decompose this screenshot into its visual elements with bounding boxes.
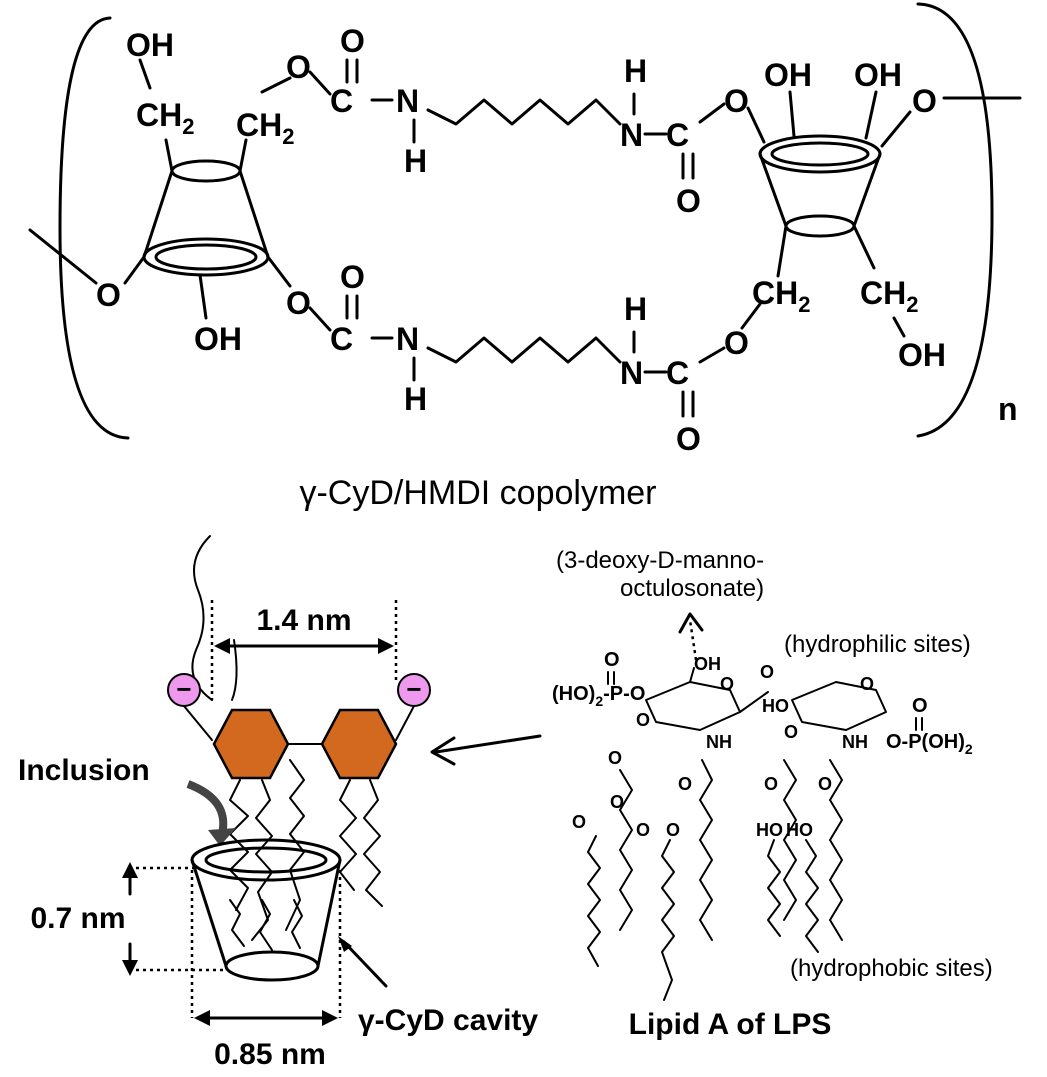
sugar-ring-2 <box>791 681 887 731</box>
right-o-top: O <box>724 83 749 119</box>
top-carbamate-linker: C O N H N H C O O <box>308 23 749 219</box>
ring1-o: O <box>720 674 734 694</box>
cavity-top-rim <box>190 838 342 882</box>
left-o-chain: O <box>96 277 121 313</box>
repeat-n: n <box>998 391 1018 427</box>
bottom-n-right: N <box>620 355 643 391</box>
bottom-o-left: O <box>340 259 365 295</box>
top-n-right: N <box>620 117 643 153</box>
copolymer-caption: γ-CyD/HMDI copolymer <box>299 474 656 512</box>
amide-o-2: O <box>818 774 832 794</box>
phosphate-left: (HO)2-P-O <box>552 683 645 709</box>
ring1-nh: NH <box>706 732 732 752</box>
ring1-oh: OH <box>694 654 721 674</box>
kdo-label-line1: (3-deoxy-D-manno- <box>556 547 764 574</box>
right-bracket <box>916 2 994 438</box>
right-ch2-a: CH2 <box>752 275 810 317</box>
right-o-bottom: O <box>724 325 749 361</box>
amide-o-1: O <box>678 774 692 794</box>
top-n-left: N <box>396 83 419 119</box>
ester-o-5: O <box>666 820 680 840</box>
ester-o-6: O <box>764 774 778 794</box>
top-o-left: O <box>340 23 365 59</box>
bottom-c-left: C <box>330 321 353 357</box>
phosphate-right: O-P(OH)2 <box>886 731 973 757</box>
top-h-left: H <box>404 143 427 179</box>
sugar-hexagon-left <box>212 708 290 780</box>
ester-o-3: O <box>610 792 624 812</box>
cavity-bottom-rim <box>224 950 320 982</box>
lipid-a-structure: (3-deoxy-D-manno- octulosonate) (hydroph… <box>552 547 993 1041</box>
base-label: 0.85 nm <box>214 1038 326 1071</box>
negative-charge-right <box>397 673 431 707</box>
ring2-ho-chain: HO <box>756 820 783 840</box>
left-o-ester-bottom: O <box>286 285 311 321</box>
left-cd-bottom-inner <box>154 243 258 271</box>
bottom-carbamate-linker: C O N H N H C O O <box>308 259 749 457</box>
left-oh-top: OH <box>126 27 174 63</box>
kdo-label-line2: octulosonate) <box>620 575 764 602</box>
ring2-o: O <box>860 674 874 694</box>
left-o-ester-top: O <box>286 49 311 85</box>
top-c-right: C <box>666 117 689 153</box>
height-label: 0.7 nm <box>30 902 125 935</box>
sugar-hexagon-right <box>320 708 398 780</box>
lipid-a-title: Lipid A of LPS <box>629 1008 832 1041</box>
top-hexamethylene <box>426 98 622 126</box>
right-oh-2: OH <box>854 57 902 93</box>
phosphate-left-oxo: O <box>604 649 620 671</box>
width-label: 1.4 nm <box>256 604 351 637</box>
left-ch2-a: CH2 <box>136 97 194 139</box>
cavity-top-inner <box>204 846 328 874</box>
left-oh-bottom: OH <box>194 321 242 357</box>
right-o-chain: O <box>912 83 937 119</box>
left-ch2-b: CH2 <box>236 107 294 149</box>
negative-charge-left <box>167 673 201 707</box>
right-oh-1: OH <box>764 57 812 93</box>
hydrophobic-label: (hydrophobic sites) <box>790 955 993 982</box>
left-cd-top-rim <box>170 159 242 183</box>
top-h-right: H <box>624 53 647 89</box>
ester-o-1: O <box>608 748 622 768</box>
right-cyclodextrin: OH OH O CH2 CH2 OH <box>740 57 1022 373</box>
top-o-right: O <box>676 183 701 219</box>
bottom-o-right: O <box>676 421 701 457</box>
inclusion-schematic: 1.4 nm − − Inclusion <box>18 535 542 1071</box>
left-bracket <box>58 16 130 440</box>
charge-left-sign: − <box>176 674 191 704</box>
ester-o-4: O <box>636 820 650 840</box>
bottom-n-left: N <box>396 321 419 357</box>
top-c-left: C <box>330 83 353 119</box>
ring1-o3: O <box>636 710 650 730</box>
charge-right-sign: − <box>406 674 421 704</box>
bottom-h-right: H <box>624 291 647 327</box>
bottom-c-right: C <box>666 355 689 391</box>
bottom-h-left: H <box>404 381 427 417</box>
inclusion-label: Inclusion <box>18 754 150 787</box>
ester-o-2: O <box>572 812 586 832</box>
ring2-nh: NH <box>842 732 868 752</box>
ring2-o-link: O <box>760 662 774 682</box>
cavity-label: γ-CyD cavity <box>358 1004 538 1037</box>
ring2-ho: HO <box>762 696 789 716</box>
right-cd-top-inner <box>770 141 870 167</box>
right-oh-bottom: OH <box>898 337 946 373</box>
left-cyclodextrin: OH CH2 CH2 O OH O O <box>28 27 311 357</box>
phosphate-right-oxo: O <box>912 695 928 717</box>
right-cd-bottom-rim <box>784 214 856 238</box>
glycan-chain <box>191 535 213 701</box>
hydrophilic-label: (hydrophilic sites) <box>784 631 971 658</box>
right-cd-top-rim <box>758 134 882 174</box>
bottom-hexamethylene <box>426 336 622 364</box>
ring2-o3: O <box>784 722 798 742</box>
right-ch2-b: CH2 <box>860 275 918 317</box>
copolymer-structure: n OH CH2 CH2 O OH O O <box>28 2 1022 512</box>
